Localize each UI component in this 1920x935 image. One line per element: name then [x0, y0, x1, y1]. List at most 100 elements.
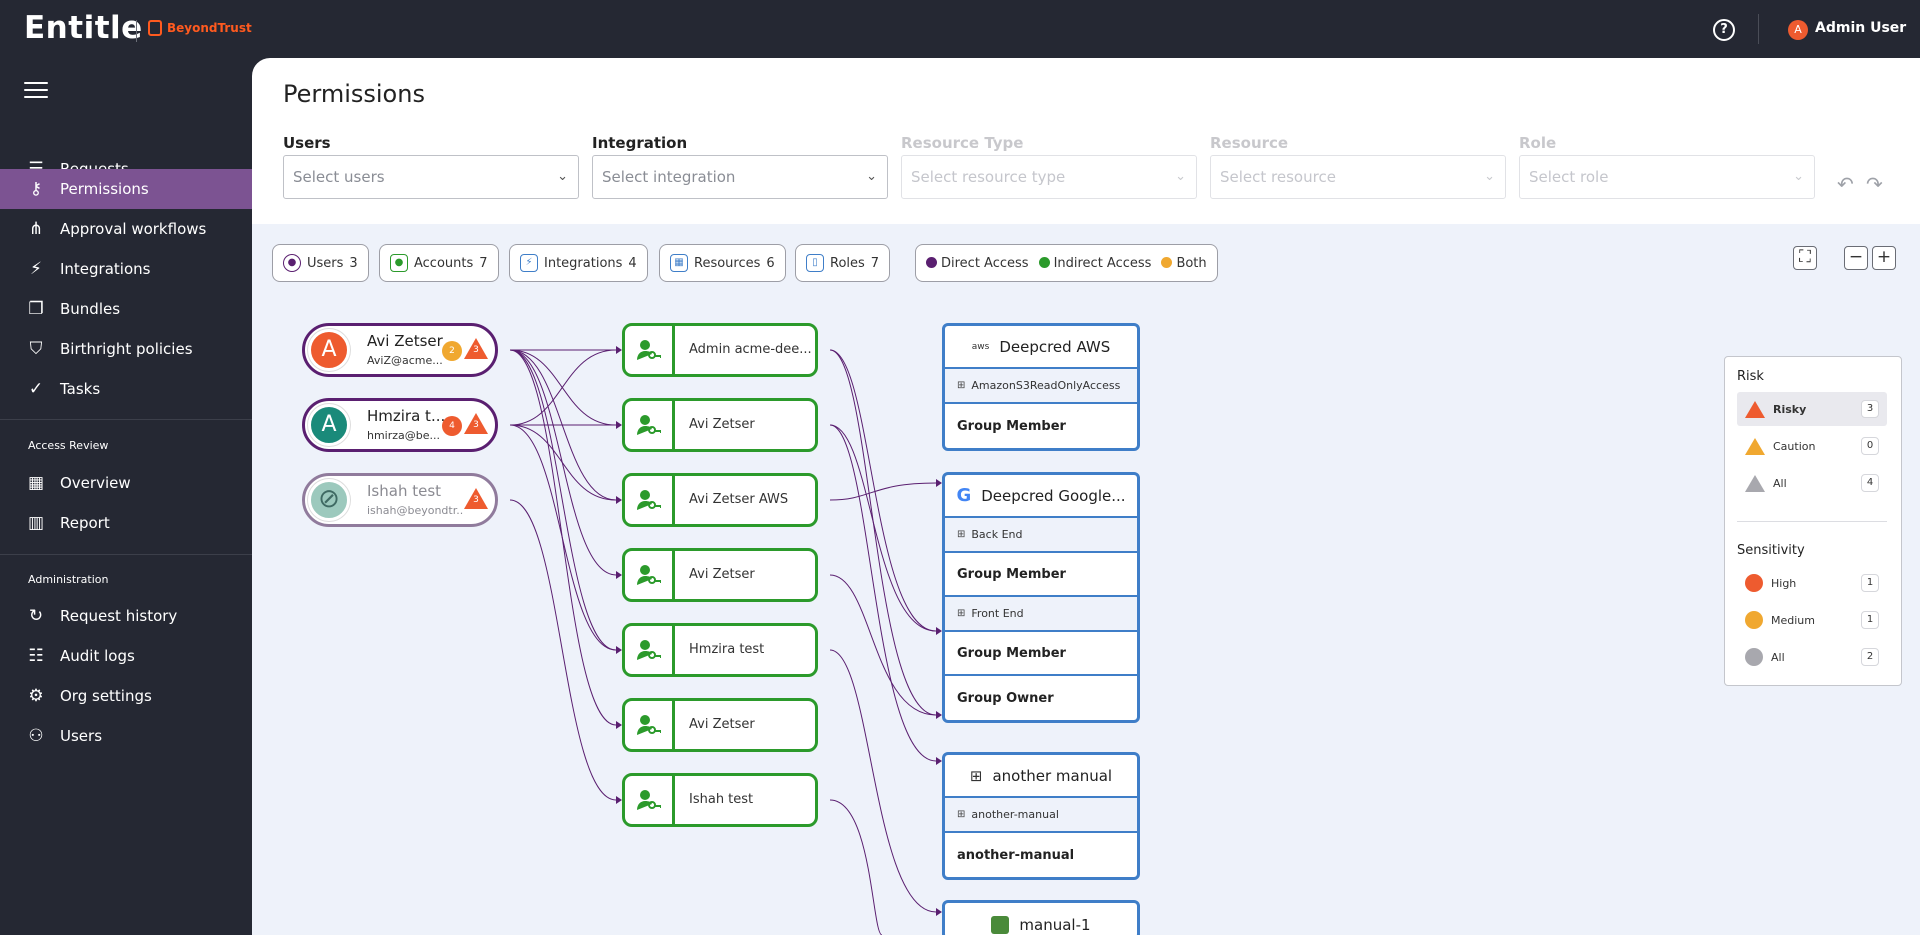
administration-heading: Administration: [28, 573, 109, 586]
user-node[interactable]: A Avi Zetser AviZ@acme... 2 3: [302, 323, 498, 377]
user-node[interactable]: ⊘ Ishah test ishah@beyondtr... 3: [302, 473, 498, 527]
fit-view-icon[interactable]: ⛶: [1793, 246, 1817, 270]
sidebar-item-label: Overview: [60, 474, 131, 492]
integrations-count-chip[interactable]: ⚡ Integrations 4: [509, 244, 648, 282]
accounts-count-chip[interactable]: ● Accounts 7: [379, 244, 499, 282]
resource-card-header: manual-1: [945, 903, 1137, 935]
resources-count-chip[interactable]: ▦ Resources 6: [659, 244, 786, 282]
user-menu[interactable]: Admin User: [1815, 20, 1907, 36]
resource-type-select[interactable]: Select resource type ⌄: [901, 155, 1197, 199]
edge: [509, 499, 617, 801]
account-node-label: Avi Zetser: [689, 717, 755, 732]
sidebar-item-permissions[interactable]: ⚷ Permissions: [0, 169, 252, 209]
resource-select[interactable]: Select resource ⌄: [1210, 155, 1506, 199]
sidebar-item-users[interactable]: ⚇ Users: [0, 716, 252, 756]
role-item[interactable]: Group Owner: [957, 690, 1054, 706]
graph-edges: [509, 346, 942, 935]
entitle-logo[interactable]: Entitle: [24, 10, 143, 46]
users-filter-label: Users: [283, 134, 331, 152]
users-select-placeholder: Select users: [293, 168, 385, 186]
account-node[interactable]: Hmzira test: [622, 623, 818, 677]
sidebar-item-bundles[interactable]: ❐ Bundles: [0, 289, 252, 329]
edge-arrow: [616, 346, 622, 354]
permissions-graph-canvas[interactable]: ● Users 3 ● Accounts 7 ⚡ Integrations 4 …: [252, 224, 1920, 935]
sidebar-divider: [0, 554, 252, 555]
role-item[interactable]: Group Member: [945, 632, 1137, 676]
count-badge: 3: [1861, 400, 1879, 418]
legend-both: Both: [1161, 256, 1207, 271]
resource-select-placeholder: Select resource: [1220, 168, 1336, 186]
main-content: Permissions Users Select users ⌄ Integra…: [252, 58, 1920, 935]
sidebar-item-integrations[interactable]: ⚡ Integrations: [0, 249, 252, 289]
resource-grid-icon: ⊞: [957, 380, 966, 391]
resource-card-aws[interactable]: aws Deepcred AWS ⊞ AmazonS3ReadOnlyAcces…: [942, 323, 1140, 451]
account-node-label: Avi Zetser: [689, 567, 755, 582]
google-logo-icon: G: [956, 485, 972, 506]
sidebar-item-audit-logs[interactable]: ☷ Audit logs: [0, 636, 252, 676]
sidebar-item-approval-workflows[interactable]: ⋔ Approval workflows: [0, 209, 252, 249]
undo-icon[interactable]: ↶: [1837, 172, 1854, 196]
user-avatar[interactable]: A: [1788, 20, 1808, 40]
resource-item[interactable]: ⊞ another-manual: [945, 798, 1137, 833]
beyondtrust-label: BeyondTrust: [167, 21, 252, 35]
zoom-in-button[interactable]: +: [1872, 246, 1896, 270]
users-count-chip[interactable]: ● Users 3: [272, 244, 369, 282]
resource-card-header: aws Deepcred AWS: [945, 326, 1137, 369]
both-dot-icon: [1161, 256, 1173, 268]
plug-icon: ⚡: [30, 259, 42, 279]
sensitivity-filter-all[interactable]: All 2: [1737, 640, 1887, 674]
sidebar-item-report[interactable]: ▥ Report: [0, 503, 252, 543]
resource-card-google[interactable]: G Deepcred Google... ⊞ Back End Group Me…: [942, 472, 1140, 723]
role-select[interactable]: Select role ⌄: [1519, 155, 1815, 199]
hamburger-menu-icon[interactable]: [24, 82, 48, 100]
role-item[interactable]: Group Member: [957, 418, 1066, 434]
account-node[interactable]: Admin acme-dee...: [622, 323, 818, 377]
sidebar-item-org-settings[interactable]: ⚙ Org settings: [0, 676, 252, 716]
sensitivity-filter-high[interactable]: High 1: [1737, 566, 1887, 600]
aws-logo-icon: aws: [971, 341, 990, 352]
caution-triangle-icon: [1745, 437, 1765, 455]
account-node[interactable]: Avi Zetser AWS: [622, 473, 818, 527]
user-node[interactable]: A Hmzira t... hmirza@be... 4 3: [302, 398, 498, 452]
redo-icon[interactable]: ↷: [1866, 172, 1883, 196]
resource-card-manual[interactable]: ⊞ another manual ⊞ another-manual anothe…: [942, 752, 1140, 880]
account-node[interactable]: Avi Zetser: [622, 548, 818, 602]
resource-card-title: manual-1: [1019, 915, 1091, 934]
sidebar-item-overview[interactable]: ▦ Overview: [0, 463, 252, 503]
sidebar-item-request-history[interactable]: ↻ Request history: [0, 596, 252, 636]
resource-type-filter: Resource Type Select resource type ⌄: [901, 134, 1197, 199]
logo-divider: [136, 20, 137, 42]
edge: [829, 349, 937, 716]
edge-arrow: [616, 796, 622, 804]
resource-item[interactable]: ⊞ Front End: [945, 597, 1137, 632]
account-icon: ●: [390, 254, 408, 272]
risk-badge: 3: [464, 338, 488, 359]
list-icon: ☷: [28, 646, 44, 666]
edge-arrow: [616, 421, 622, 429]
resource-item[interactable]: ⊞ AmazonS3ReadOnlyAccess: [945, 369, 1137, 404]
account-node[interactable]: Ishah test: [622, 773, 818, 827]
role-item[interactable]: Group Member: [945, 553, 1137, 597]
account-key-icon: [625, 701, 675, 749]
sidebar-item-tasks[interactable]: ✓ Tasks: [0, 369, 252, 409]
resource-card-manual-1[interactable]: manual-1: [942, 900, 1140, 935]
account-node-label: Avi Zetser: [689, 417, 755, 432]
bar-chart-icon: ▥: [27, 513, 45, 533]
zoom-out-button[interactable]: −: [1844, 246, 1868, 270]
risk-filter-all[interactable]: All 4: [1737, 466, 1887, 500]
sidebar-item-label: Integrations: [60, 260, 151, 278]
user-node-email: hmirza@be...: [367, 429, 441, 442]
account-node[interactable]: Avi Zetser: [622, 398, 818, 452]
sensitivity-filter-medium[interactable]: Medium 1: [1737, 603, 1887, 637]
sidebar-item-birthright-policies[interactable]: ⛉ Birthright policies: [0, 329, 252, 369]
medium-dot-icon: [1745, 611, 1763, 629]
roles-count-chip[interactable]: ▯ Roles 7: [795, 244, 891, 282]
risk-filter-caution[interactable]: Caution 0: [1737, 429, 1887, 463]
help-icon[interactable]: ?: [1713, 19, 1735, 41]
resource-item[interactable]: ⊞ Back End: [945, 518, 1137, 553]
users-select[interactable]: Select users ⌄: [283, 155, 579, 199]
role-item[interactable]: another-manual: [957, 847, 1075, 863]
integration-select[interactable]: Select integration ⌄: [592, 155, 888, 199]
risk-filter-risky[interactable]: Risky 3: [1737, 392, 1887, 426]
account-node[interactable]: Avi Zetser: [622, 698, 818, 752]
